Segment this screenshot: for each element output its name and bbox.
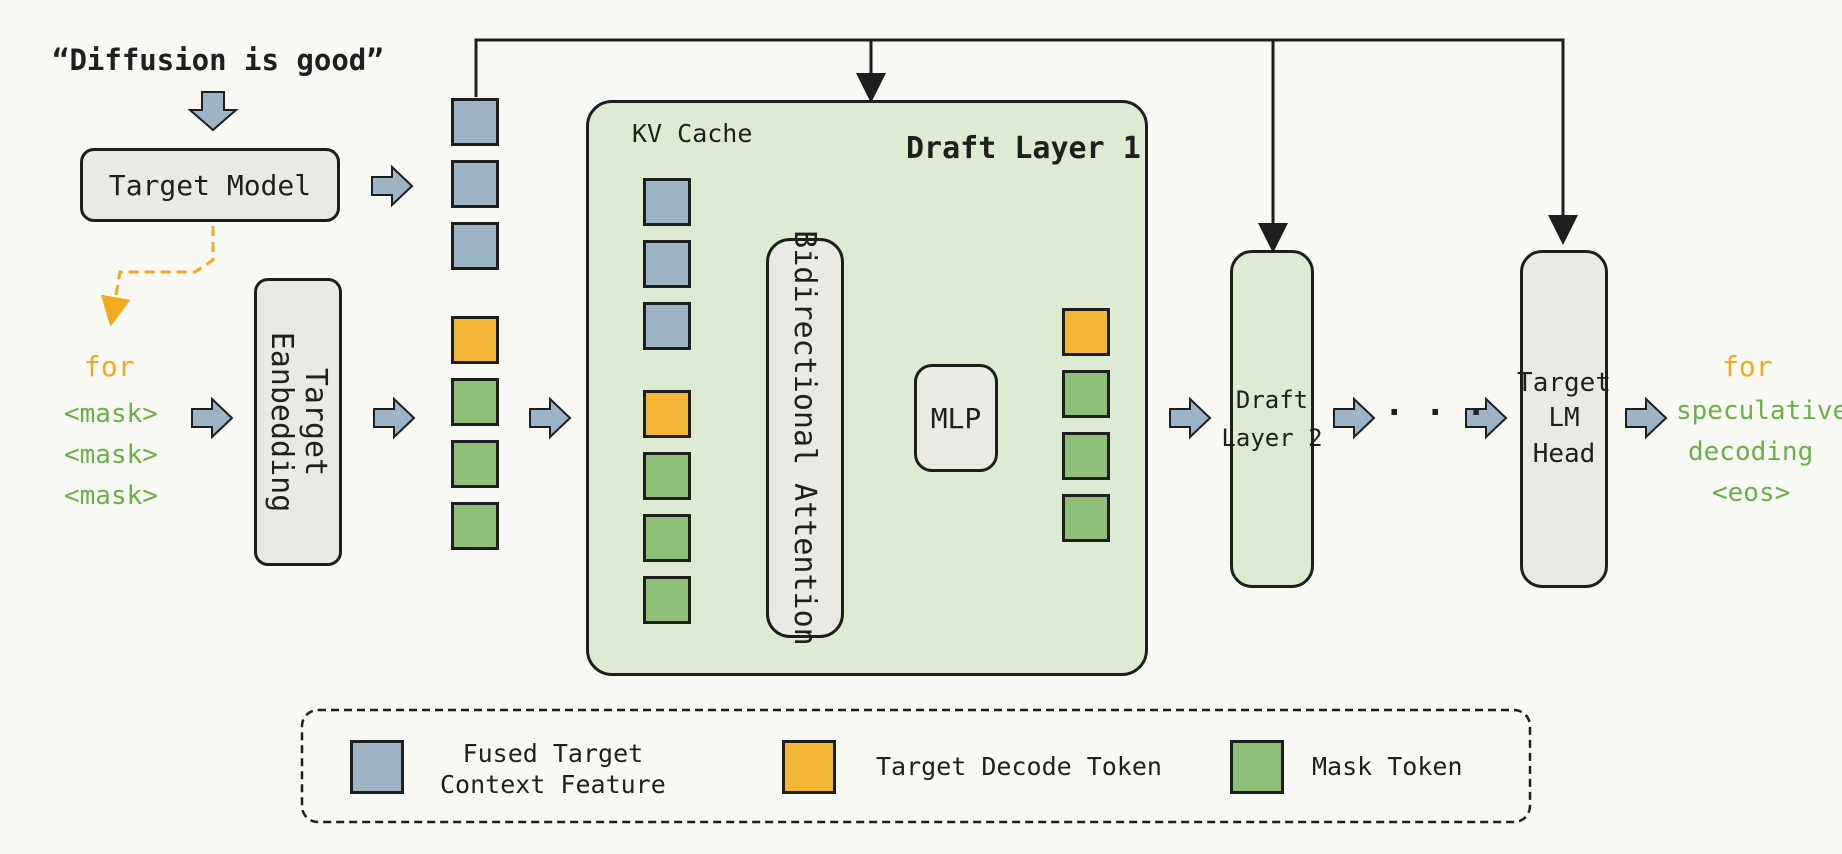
context-feature-broadcast-line xyxy=(474,38,1578,253)
mask-token xyxy=(451,378,499,426)
draft1-to-draft2-arrow xyxy=(1169,396,1212,440)
input-mask-token: <mask> xyxy=(64,440,158,470)
legend-label-decode-token: Target Decode Token xyxy=(876,752,1162,781)
input-mask-token: <mask> xyxy=(64,399,158,429)
draft-decode-token xyxy=(643,390,691,438)
output-mask-token xyxy=(1062,494,1110,542)
output-decoded-token: for xyxy=(1722,350,1773,383)
input-decoded-token: for xyxy=(84,350,135,383)
draft-mask-token xyxy=(643,576,691,624)
output-mask-token xyxy=(1062,370,1110,418)
output-text-token: decoding xyxy=(1688,437,1814,467)
target-model-label: Target Model xyxy=(108,168,312,202)
model-to-features-arrow xyxy=(371,164,414,208)
head-to-output-arrow xyxy=(1625,396,1668,440)
target-lm-head-label: Target LM Head xyxy=(1517,368,1611,469)
input-mask-token: <mask> xyxy=(64,481,158,511)
ellipsis: · · · xyxy=(1384,393,1487,433)
output-text-token: speculative xyxy=(1676,396,1842,426)
draft-layer-2-block: Draft Layer 2 xyxy=(1221,250,1323,588)
mask-token xyxy=(451,440,499,488)
context-feature-token xyxy=(451,222,499,270)
mlp-block: MLP xyxy=(914,364,998,472)
legend-frame xyxy=(300,708,1532,824)
target-embedding-label: Target Eanbedding xyxy=(264,331,334,513)
bidirectional-attention-block xyxy=(766,238,844,638)
ellipsis-to-head-arrow xyxy=(1465,396,1508,440)
mask-token xyxy=(451,502,499,550)
draft-mask-token xyxy=(643,452,691,500)
target-embedding-block xyxy=(254,278,342,566)
decode-token xyxy=(451,316,499,364)
legend-label-context-feature: Fused Target Context Feature xyxy=(440,739,666,800)
draft-mask-token xyxy=(643,514,691,562)
draft-layer-1-title: Draft Layer 1 xyxy=(906,131,1141,166)
input-quote: “Diffusion is good” xyxy=(52,43,384,77)
legend-swatch-decode-token xyxy=(782,740,836,794)
legend-label-mask-token: Mask Token xyxy=(1312,752,1463,781)
embedding-to-tokens-arrow xyxy=(373,396,416,440)
decode-token-path xyxy=(100,226,215,327)
legend-swatch-context-feature xyxy=(350,740,404,794)
draft-layer-2-label: Draft Layer 2 xyxy=(1221,385,1323,452)
mlp-label: MLP xyxy=(930,401,982,435)
draft2-to-ellipsis-arrow xyxy=(1333,396,1376,440)
bidirectional-attention-label: Bidirectional Attention xyxy=(787,230,823,646)
target-lm-head-block: Target LM Head xyxy=(1517,250,1611,588)
legend-swatch-mask-token xyxy=(1230,740,1284,794)
kv-cache-token xyxy=(643,240,691,288)
kv-cache-label: KV Cache xyxy=(632,119,753,148)
kv-cache-token xyxy=(643,178,691,226)
input-to-embedding-arrow xyxy=(191,396,234,440)
output-mask-token xyxy=(1062,432,1110,480)
output-text-token: <eos> xyxy=(1712,478,1791,508)
input-to-model-arrow xyxy=(187,91,239,132)
context-feature-token xyxy=(451,160,499,208)
output-decode-token xyxy=(1062,308,1110,356)
context-feature-token xyxy=(451,98,499,146)
tokens-to-draft-arrow xyxy=(529,396,572,440)
kv-cache-token xyxy=(643,302,691,350)
target-model-block: Target Model xyxy=(80,148,340,222)
